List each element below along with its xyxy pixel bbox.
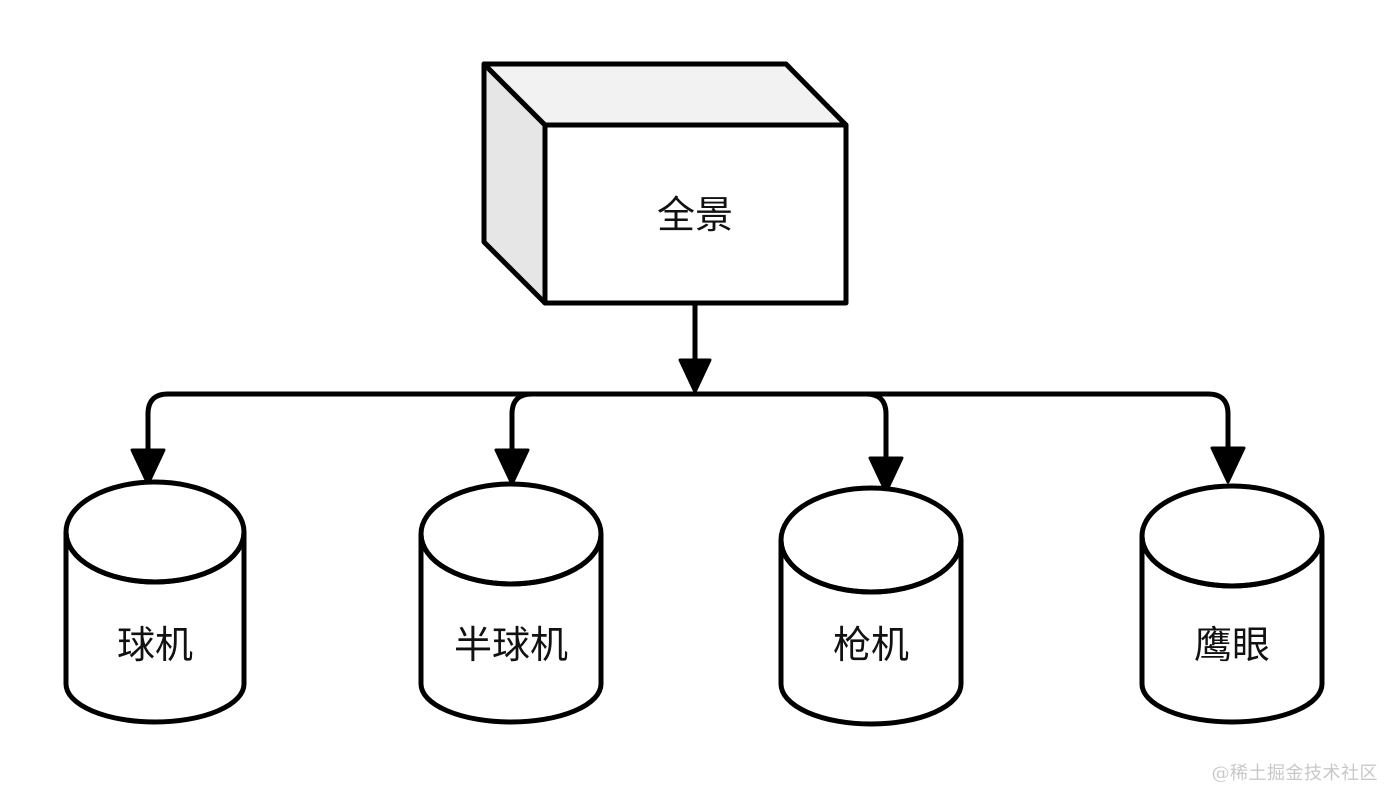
child-node-4[interactable]: 鹰眼 — [1139, 483, 1325, 725]
branch-connector-2 — [509, 391, 535, 455]
root-label: 全景 — [657, 193, 733, 237]
child-label-4: 鹰眼 — [1194, 623, 1270, 667]
branch-connector-3 — [863, 391, 889, 463]
branch-arrowhead-2 — [494, 448, 530, 486]
child-label-3: 枪机 — [833, 623, 909, 667]
trunk-arrowhead — [678, 358, 712, 394]
cylinder-rim — [418, 533, 604, 587]
cylinder-rim — [1139, 535, 1325, 589]
cylinder-body — [418, 534, 604, 725]
child-node-2[interactable]: 半球机 — [418, 481, 604, 725]
child-label-2: 半球机 — [454, 623, 568, 667]
branch-connector-1 — [145, 391, 171, 455]
connectors — [130, 302, 1246, 494]
cube-top-face — [481, 61, 849, 128]
cylinder-rim — [778, 539, 964, 595]
branch-arrowhead-1 — [130, 448, 166, 486]
cylinder-body — [63, 532, 247, 725]
branch-arrowhead-3 — [868, 456, 904, 494]
child-node-1[interactable]: 球机 — [63, 479, 247, 725]
cylinder-rim — [63, 531, 247, 585]
branch-connector-4 — [1205, 391, 1231, 453]
cube-front-face — [542, 122, 849, 306]
root-cube-node[interactable]: 全景 — [481, 61, 849, 306]
watermark-text: @稀土掘金技术社区 — [1211, 763, 1378, 784]
child-label-1: 球机 — [117, 623, 193, 667]
cylinder-body — [1139, 536, 1325, 725]
branch-arrowhead-4 — [1210, 446, 1246, 484]
child-node-3[interactable]: 枪机 — [778, 485, 964, 727]
